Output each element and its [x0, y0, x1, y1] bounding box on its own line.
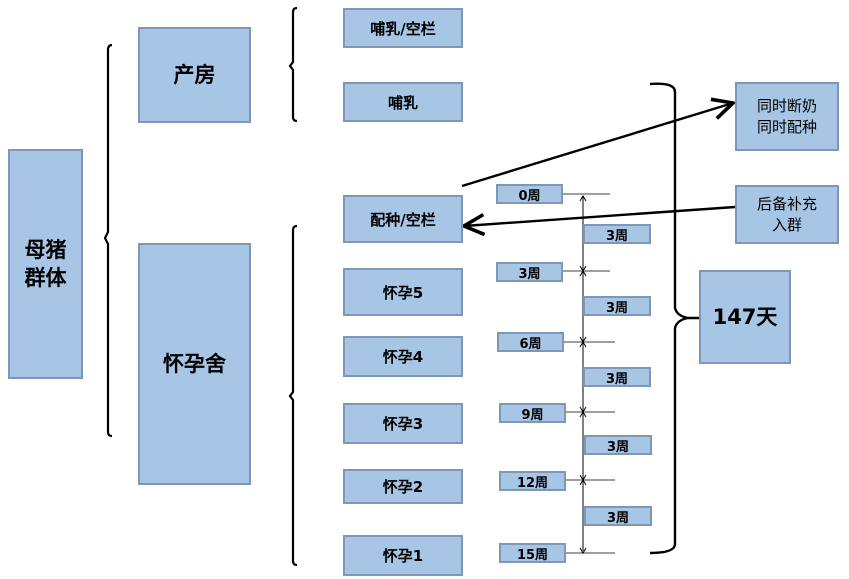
root-label-line1: 母猪 — [24, 238, 67, 262]
gestation-item-label: 怀孕5 — [382, 283, 424, 302]
interval-label: 3周 — [583, 296, 651, 316]
interval-label: 3周 — [584, 506, 652, 526]
week-mark-label: 6周 — [519, 336, 542, 352]
gestation-house: 怀孕舍 — [138, 243, 251, 485]
week-mark: 3周 — [496, 262, 563, 282]
total-brace — [649, 82, 699, 555]
interval-text: 3周 — [605, 300, 629, 316]
root-label-line2: 群体 — [24, 266, 67, 290]
week-mark-label: 9周 — [521, 407, 544, 423]
replacement-note: 后备补充 入群 — [735, 185, 839, 244]
farrowing-item: 哺乳/空栏 — [343, 8, 463, 48]
farrowing-bracket — [288, 6, 298, 123]
gestation-item: 怀孕1 — [343, 535, 463, 576]
gestation-house-label: 怀孕舍 — [163, 352, 226, 376]
gestation-item: 怀孕4 — [343, 336, 463, 377]
interval-text: 3周 — [606, 439, 630, 455]
week-mark-label: 0周 — [518, 188, 541, 204]
week-mark-label: 15周 — [516, 547, 549, 563]
note-line: 同时断奶 — [756, 96, 817, 115]
note-line: 同时配种 — [756, 117, 817, 136]
interval-label: 3周 — [583, 367, 651, 387]
gestation-bracket — [288, 224, 298, 567]
interval-text: 3周 — [605, 371, 629, 387]
week-mark: 15周 — [499, 543, 566, 563]
farrowing-house: 产房 — [138, 27, 251, 123]
gestation-item-label: 怀孕3 — [382, 415, 424, 433]
weaning-breeding-note: 同时断奶 同时配种 — [735, 82, 839, 151]
farrowing-item-label: 哺乳 — [387, 93, 418, 112]
week-mark-label: 3周 — [518, 266, 541, 282]
interval-label: 3周 — [583, 224, 651, 244]
arrow-from-replacement — [464, 205, 736, 226]
gestation-item-label: 怀孕1 — [382, 547, 424, 565]
week-mark: 0周 — [496, 184, 563, 204]
gestation-item-label: 怀孕4 — [382, 348, 424, 366]
root-bracket — [103, 43, 113, 438]
note-line: 后备补充 — [756, 194, 817, 213]
gestation-item: 怀孕2 — [343, 469, 463, 504]
week-mark: 6周 — [497, 332, 564, 352]
gestation-item-label: 配种/空栏 — [370, 210, 436, 229]
note-line: 入群 — [771, 215, 802, 234]
total-days-label: 147天 — [712, 305, 778, 329]
root-sow-group: 母猪 群体 — [8, 149, 83, 379]
gestation-item: 怀孕5 — [343, 268, 463, 316]
week-mark: 12周 — [499, 471, 566, 491]
week-mark-label: 12周 — [516, 475, 549, 491]
gestation-item-label: 怀孕2 — [382, 478, 424, 496]
farrowing-item: 哺乳 — [343, 82, 463, 122]
farrowing-house-label: 产房 — [173, 63, 216, 87]
total-days-box: 147天 — [699, 270, 791, 364]
interval-text: 3周 — [606, 510, 630, 526]
interval-text: 3周 — [605, 228, 629, 244]
week-ticks — [562, 193, 615, 554]
gestation-item: 怀孕3 — [343, 403, 463, 444]
farrowing-item-label: 哺乳/空栏 — [370, 19, 436, 38]
arrow-to-weaning — [461, 103, 733, 188]
interval-label: 3周 — [584, 435, 652, 455]
week-mark: 9周 — [499, 403, 566, 423]
gestation-item-breeding: 配种/空栏 — [343, 195, 463, 243]
